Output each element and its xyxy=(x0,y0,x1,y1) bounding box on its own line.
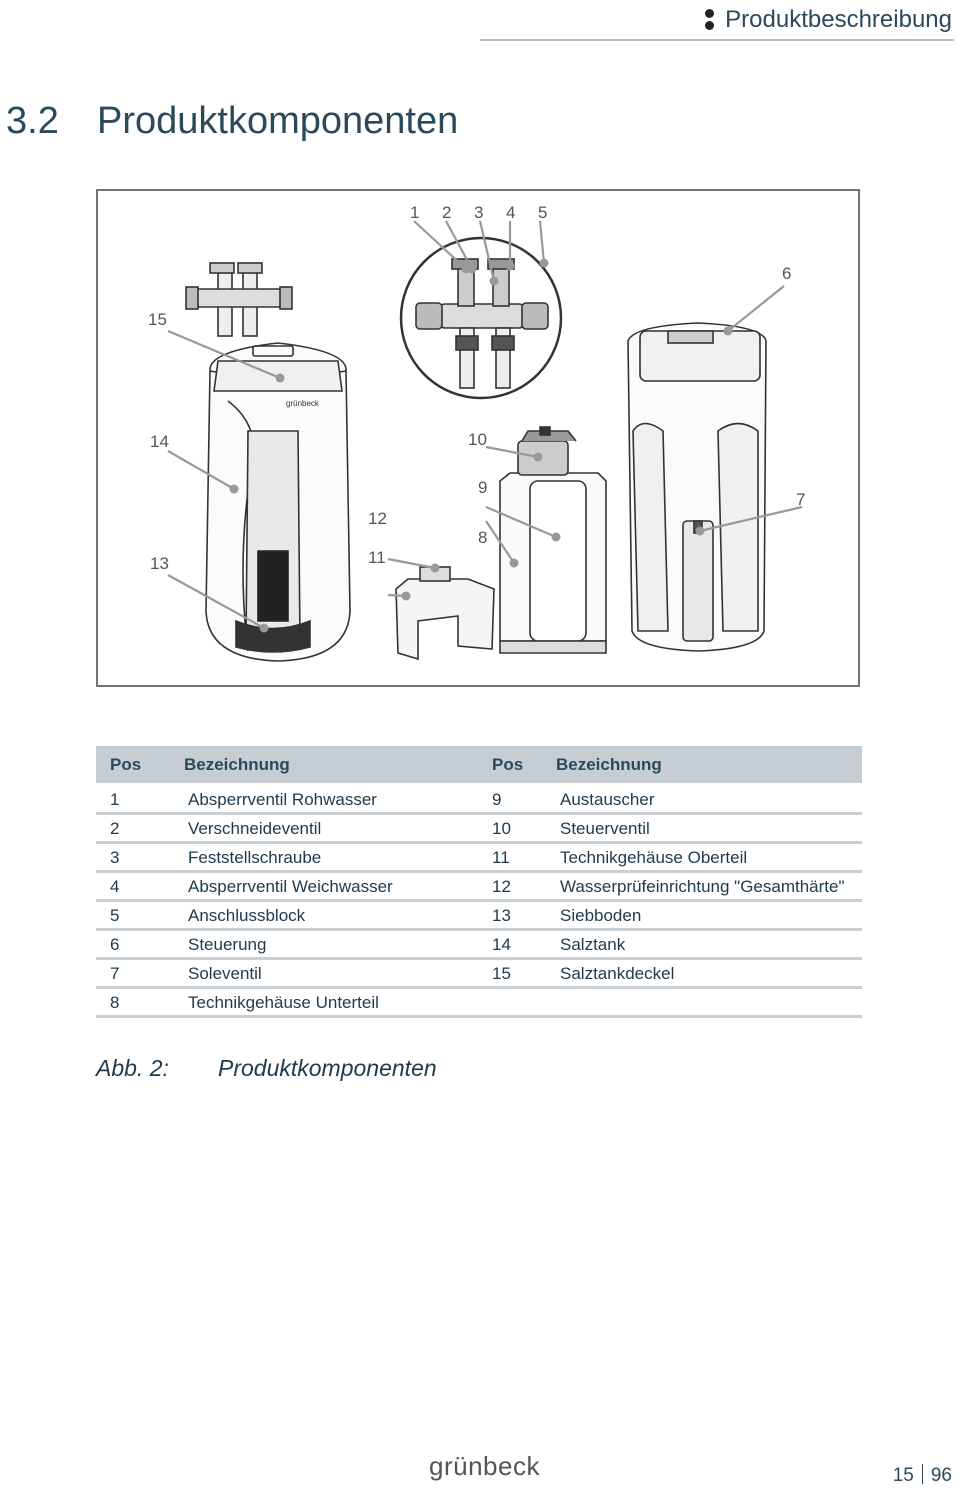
header-rule xyxy=(480,39,954,41)
callout-2: 2 xyxy=(442,203,451,222)
cell-pos: 5 xyxy=(96,900,170,931)
cell-pos: 13 xyxy=(478,900,542,931)
cell-bezeichnung: Anschlussblock xyxy=(170,900,478,931)
callout-9: 9 xyxy=(478,478,487,497)
cell-bezeichnung: Siebboden xyxy=(542,900,862,931)
callout-11: 11 xyxy=(368,548,386,567)
cell-pos: 8 xyxy=(96,987,170,1018)
cell-bezeichnung: Verschneideventil xyxy=(170,813,478,844)
cell-bezeichnung: Absperrventil Rohwasser xyxy=(170,784,478,815)
caption-text: Produktkomponenten xyxy=(218,1055,437,1081)
cell-pos: 1 xyxy=(96,784,170,815)
cell-bezeichnung: Technikgehäuse Unterteil xyxy=(170,987,478,1018)
svg-text:grünbeck: grünbeck xyxy=(286,399,320,408)
total-pages: 96 xyxy=(930,1465,952,1486)
cell-bezeichnung: Salztankdeckel xyxy=(542,958,862,989)
cell-bezeichnung: Feststellschraube xyxy=(170,842,478,873)
leader-dots xyxy=(229,258,733,633)
cell-pos: 4 xyxy=(96,871,170,902)
cell-bezeichnung: Soleventil xyxy=(170,958,478,989)
zoom-circle-illustration xyxy=(399,236,563,400)
table-header-row: Pos Bezeichnung Pos Bezeichnung xyxy=(96,746,862,786)
cell-pos: 3 xyxy=(96,842,170,873)
callout-5: 5 xyxy=(538,203,547,222)
brand-logo: grünbeck xyxy=(429,1451,540,1481)
cell-bezeichnung: Salztank xyxy=(542,929,862,960)
cell-pos: 10 xyxy=(478,813,542,844)
callout-labels: 1 2 3 4 5 6 7 8 9 10 11 12 13 14 15 xyxy=(148,203,805,573)
cell-bezeichnung xyxy=(542,987,862,1018)
callout-7: 7 xyxy=(796,490,805,509)
col-header-pos: Pos xyxy=(96,746,170,786)
section-title: 3.2 Produktkomponenten xyxy=(6,100,458,143)
col-header-bezeichnung: Bezeichnung xyxy=(170,746,478,786)
section-number: 3.2 xyxy=(6,100,59,142)
cell-pos: 7 xyxy=(96,958,170,989)
cell-bezeichnung: Absperrventil Weichwasser xyxy=(170,871,478,902)
callout-13: 13 xyxy=(150,554,169,573)
cell-pos: 11 xyxy=(478,842,542,873)
col-header-pos-2: Pos xyxy=(478,746,542,786)
cell-pos: 14 xyxy=(478,929,542,960)
cell-pos: 6 xyxy=(96,929,170,960)
section-title-text: Produktkomponenten xyxy=(97,100,459,142)
col-header-bezeichnung-2: Bezeichnung xyxy=(542,746,862,786)
callout-14: 14 xyxy=(150,432,169,451)
cell-pos: 2 xyxy=(96,813,170,844)
page-header: Produktbeschreibung xyxy=(705,0,952,40)
cell-pos xyxy=(478,987,542,1018)
callout-15: 15 xyxy=(148,310,167,329)
open-tank-illustration xyxy=(627,322,767,652)
cell-bezeichnung: Austauscher xyxy=(542,784,862,815)
page-separator xyxy=(921,1464,923,1484)
leader-lines xyxy=(167,220,803,629)
salt-tank-illustration: grünbeck xyxy=(205,342,351,662)
cell-pos: 15 xyxy=(478,958,542,989)
cell-bezeichnung: Steuerventil xyxy=(542,813,862,844)
caption-label: Abb. 2: xyxy=(96,1055,169,1081)
cell-bezeichnung: Technikgehäuse Oberteil xyxy=(542,842,862,873)
current-page: 15 xyxy=(892,1465,914,1486)
exchanger-illustration xyxy=(499,426,607,654)
callout-10: 10 xyxy=(468,430,487,449)
callout-6: 6 xyxy=(782,264,791,283)
bullet-dots-icon xyxy=(705,9,715,31)
figure-caption: Abb. 2: Produktkomponenten xyxy=(96,1055,437,1082)
header-title: Produktbeschreibung xyxy=(725,6,952,33)
cell-pos: 12 xyxy=(478,871,542,902)
callout-1: 1 xyxy=(410,203,419,222)
cell-bezeichnung: Wasserprüfeinrichtung "Gesamthärte" xyxy=(542,871,862,902)
product-illustration: grünbeck xyxy=(148,203,805,662)
valve-block-illustration xyxy=(185,262,293,337)
cell-pos: 9 xyxy=(478,784,542,815)
callout-8: 8 xyxy=(478,528,487,547)
callout-12: 12 xyxy=(368,509,387,528)
technik-upper-housing-illustration xyxy=(395,566,495,661)
callout-4: 4 xyxy=(506,203,515,222)
product-figure: grünbeck xyxy=(96,189,860,687)
callout-3: 3 xyxy=(474,203,483,222)
cell-bezeichnung: Steuerung xyxy=(170,929,478,960)
